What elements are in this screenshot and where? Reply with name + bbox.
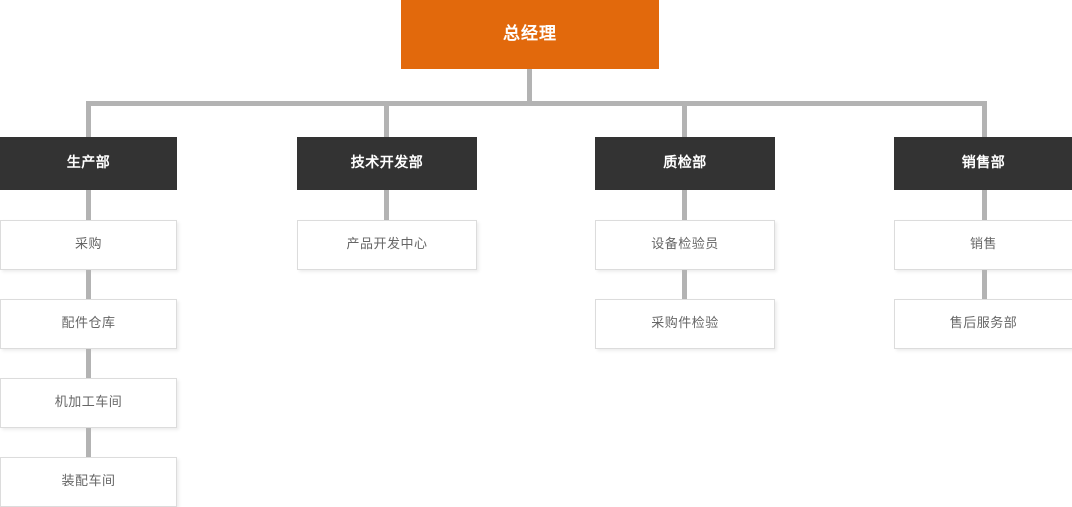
connector-branch4-link-1 xyxy=(982,190,987,220)
connector-bus-drop-4 xyxy=(982,101,987,139)
org-node-dept-2-label: 技术开发部 xyxy=(350,155,424,172)
connector-bus-drop-1 xyxy=(86,101,91,139)
org-node-sub-2-1[interactable]: 产品开发中心 xyxy=(297,220,477,270)
org-node-sub-3-1[interactable]: 设备检验员 xyxy=(595,220,775,270)
org-node-sub-4-1[interactable]: 销售 xyxy=(894,220,1072,270)
connector-branch3-link-2 xyxy=(682,270,687,299)
org-node-root-label: 总经理 xyxy=(503,24,557,45)
connector-bus-drop-2 xyxy=(384,101,389,139)
connector-branch1-link-3 xyxy=(86,349,91,378)
org-node-dept-1-label: 生产部 xyxy=(66,155,111,172)
connector-horizontal-bus xyxy=(86,101,987,106)
connector-branch1-link-2 xyxy=(86,270,91,299)
connector-branch4-link-2 xyxy=(982,270,987,299)
org-node-sub-4-2[interactable]: 售后服务部 xyxy=(894,299,1072,349)
org-node-sub-3-2-label: 采购件检验 xyxy=(651,316,719,332)
org-node-sub-1-2[interactable]: 配件仓库 xyxy=(0,299,177,349)
org-node-dept-3[interactable]: 质检部 xyxy=(595,137,775,190)
org-node-sub-1-3-label: 机加工车间 xyxy=(54,395,123,411)
connector-bus-drop-3 xyxy=(682,101,687,139)
connector-branch3-link-1 xyxy=(682,190,687,220)
org-node-dept-4-label: 销售部 xyxy=(961,155,1006,172)
org-node-sub-1-1[interactable]: 采购 xyxy=(0,220,177,270)
org-node-dept-3-label: 质检部 xyxy=(663,155,707,172)
connector-branch1-link-4 xyxy=(86,428,91,457)
org-node-root[interactable]: 总经理 xyxy=(401,0,659,69)
org-node-sub-3-1-label: 设备检验员 xyxy=(651,237,719,253)
org-node-dept-1[interactable]: 生产部 xyxy=(0,137,177,190)
connector-branch1-link-1 xyxy=(86,190,91,220)
org-node-sub-1-1-label: 采购 xyxy=(74,237,102,253)
org-node-sub-1-4-label: 装配车间 xyxy=(61,474,116,490)
org-node-sub-1-2-label: 配件仓库 xyxy=(61,316,116,332)
org-node-sub-1-4[interactable]: 装配车间 xyxy=(0,457,177,507)
connector-root-stem xyxy=(527,69,532,101)
org-node-sub-3-2[interactable]: 采购件检验 xyxy=(595,299,775,349)
org-node-sub-4-2-label: 售后服务部 xyxy=(949,316,1018,332)
org-node-dept-4[interactable]: 销售部 xyxy=(894,137,1072,190)
connector-branch2-link-1 xyxy=(384,190,389,220)
org-node-sub-4-1-label: 销售 xyxy=(969,237,997,253)
org-node-sub-1-3[interactable]: 机加工车间 xyxy=(0,378,177,428)
org-node-sub-2-1-label: 产品开发中心 xyxy=(346,237,428,253)
org-node-dept-2[interactable]: 技术开发部 xyxy=(297,137,477,190)
